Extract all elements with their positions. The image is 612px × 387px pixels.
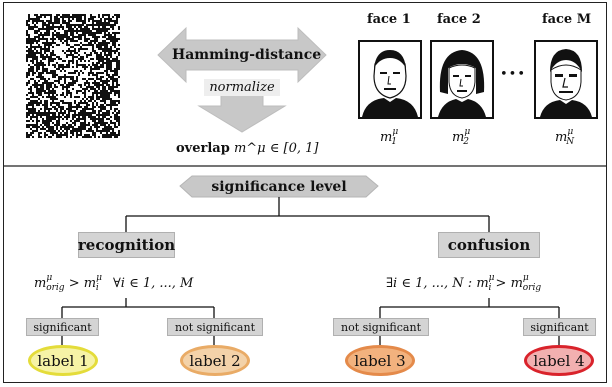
faces-ellipsis: ••• bbox=[500, 67, 527, 82]
significance-hexagon bbox=[179, 175, 379, 198]
label-1-ellipse: label 1 bbox=[28, 345, 98, 376]
significant-left-box: significant bbox=[26, 318, 99, 336]
face-m-overlap: mμN bbox=[555, 127, 575, 147]
face-m-portrait bbox=[540, 49, 592, 117]
not-significant-right-box: not significant bbox=[333, 318, 429, 336]
recognition-condition: mμorig > mμi ∀i ∈ 1, ..., M bbox=[34, 273, 194, 293]
significant-right-box: significant bbox=[523, 318, 596, 336]
recognition-box: recognition bbox=[78, 232, 175, 258]
overlap-math: m^μ ∈ [0, 1] bbox=[233, 141, 319, 156]
hamming-distance-label: Hamming-distance bbox=[172, 47, 322, 63]
face-2-title: face 2 bbox=[437, 12, 481, 27]
confusion-box: confusion bbox=[438, 232, 540, 258]
label-4-ellipse: label 4 bbox=[524, 345, 594, 376]
hamming-double-arrow bbox=[157, 26, 327, 84]
significance-level-label: significance level bbox=[211, 179, 347, 195]
overlap-formula: overlap m^μ ∈ [0, 1] bbox=[176, 142, 318, 155]
diagram-frame bbox=[3, 2, 607, 383]
label-3-ellipse: label 3 bbox=[345, 345, 415, 376]
face-1-title: face 1 bbox=[367, 12, 411, 27]
face-m-photo bbox=[534, 40, 598, 119]
noisy-face-image bbox=[26, 14, 120, 138]
overlap-word: overlap bbox=[176, 141, 230, 156]
confusion-condition: ∃i ∈ 1, ..., N : mμi > mμorig bbox=[386, 273, 542, 293]
face-1-portrait bbox=[362, 50, 418, 117]
face-2-portrait bbox=[438, 50, 486, 117]
face-1-photo bbox=[358, 40, 422, 119]
face-m-title: face M bbox=[542, 12, 592, 27]
face-1-overlap: mμ1 bbox=[380, 127, 399, 147]
face-2-photo bbox=[430, 40, 494, 119]
label-2-ellipse: label 2 bbox=[180, 345, 250, 376]
normalize-label: normalize bbox=[204, 79, 280, 96]
not-significant-left-box: not significant bbox=[167, 318, 263, 336]
face-2-overlap: mμ2 bbox=[452, 127, 471, 147]
